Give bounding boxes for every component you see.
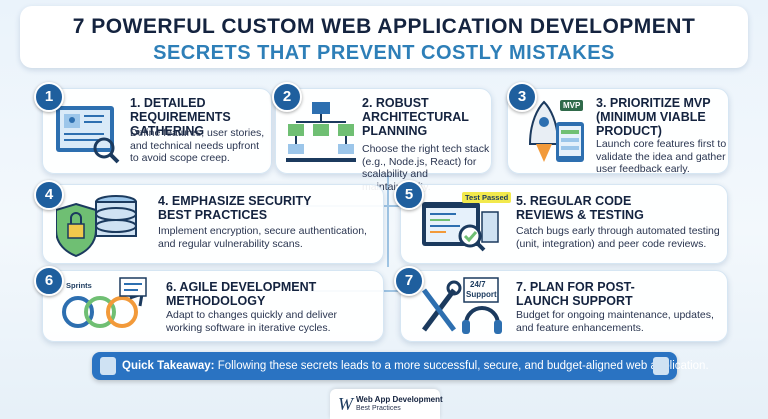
step-number-badge: 4	[34, 180, 64, 210]
takeaway-text: Following these secrets leads to a more …	[217, 360, 709, 372]
support-tag-bottom: Support	[466, 290, 497, 299]
agile-sprint-icon	[60, 276, 150, 336]
page-title: 7 POWERFUL CUSTOM WEB APPLICATION DEVELO…	[72, 15, 696, 38]
card-title: 5. Regular Code Reviews & Testing	[516, 194, 644, 222]
logo-letter: W	[338, 394, 353, 414]
card-description: Launch core features first to validate t…	[596, 138, 727, 175]
card-description: Budget for ongoing maintenance, updates,…	[516, 309, 714, 334]
card-agile-methodology	[42, 270, 384, 342]
mvp-tag: MVP	[560, 100, 584, 111]
sprints-tag: Sprints	[66, 281, 92, 290]
step-number-badge: 6	[34, 266, 64, 296]
card-description: Adapt to changes quickly and deliver wor…	[166, 309, 338, 334]
header-banner: 7 POWERFUL CUSTOM WEB APPLICATION DEVELO…	[20, 6, 748, 68]
card-title: 7. Plan for Post-Launch Support	[516, 280, 635, 308]
card-title: 4. Emphasize Security Best Practices	[158, 194, 312, 222]
card-description: Implement encryption, secure authenticat…	[158, 225, 367, 250]
quick-takeaway-banner: Quick Takeaway: Following these secrets …	[92, 352, 709, 380]
step-number-badge: 3	[507, 82, 537, 112]
card-title: 1. Detailed Requirements Gathering	[130, 96, 231, 138]
card-title: 6. Agile Development Methodology	[166, 280, 317, 308]
card-title: 2. Robust Architectural Planning	[362, 96, 469, 138]
lightbulb-icon	[100, 357, 116, 375]
support-tag-top: 24/7	[470, 280, 486, 289]
step-number-badge: 7	[394, 266, 424, 296]
step-number-badge: 5	[394, 180, 424, 210]
footer-line2: Best Practices	[356, 405, 401, 412]
code-review-icon	[420, 192, 500, 258]
footer-line1: Web App Development	[356, 395, 443, 404]
card-description: Define features, user stories, and techn…	[130, 127, 265, 164]
connector-line	[387, 175, 389, 267]
takeaway-text-wrap: Quick Takeaway: Following these secrets …	[122, 352, 709, 380]
takeaway-label: Quick Takeaway:	[122, 360, 215, 372]
test-passed-tag: Test Passed	[462, 192, 512, 203]
architecture-diagram-icon	[284, 96, 358, 166]
rocket-mvp-icon	[516, 96, 588, 168]
support-tools-icon	[418, 276, 502, 338]
security-shield-icon	[55, 190, 146, 258]
step-number-badge: 1	[34, 82, 64, 112]
card-title: 3. Prioritize MVP (Minimum Viable Produc…	[596, 96, 711, 138]
footer-logo-box: W Web App Development Best Practices	[330, 389, 443, 419]
card-description: Catch bugs early through automated testi…	[516, 225, 720, 250]
step-number-badge: 2	[272, 82, 302, 112]
page-subtitle: SECRETS THAT PREVENT COSTLY MISTAKES	[153, 42, 615, 64]
blueprint-icon	[52, 96, 122, 166]
checklist-icon	[653, 357, 669, 375]
